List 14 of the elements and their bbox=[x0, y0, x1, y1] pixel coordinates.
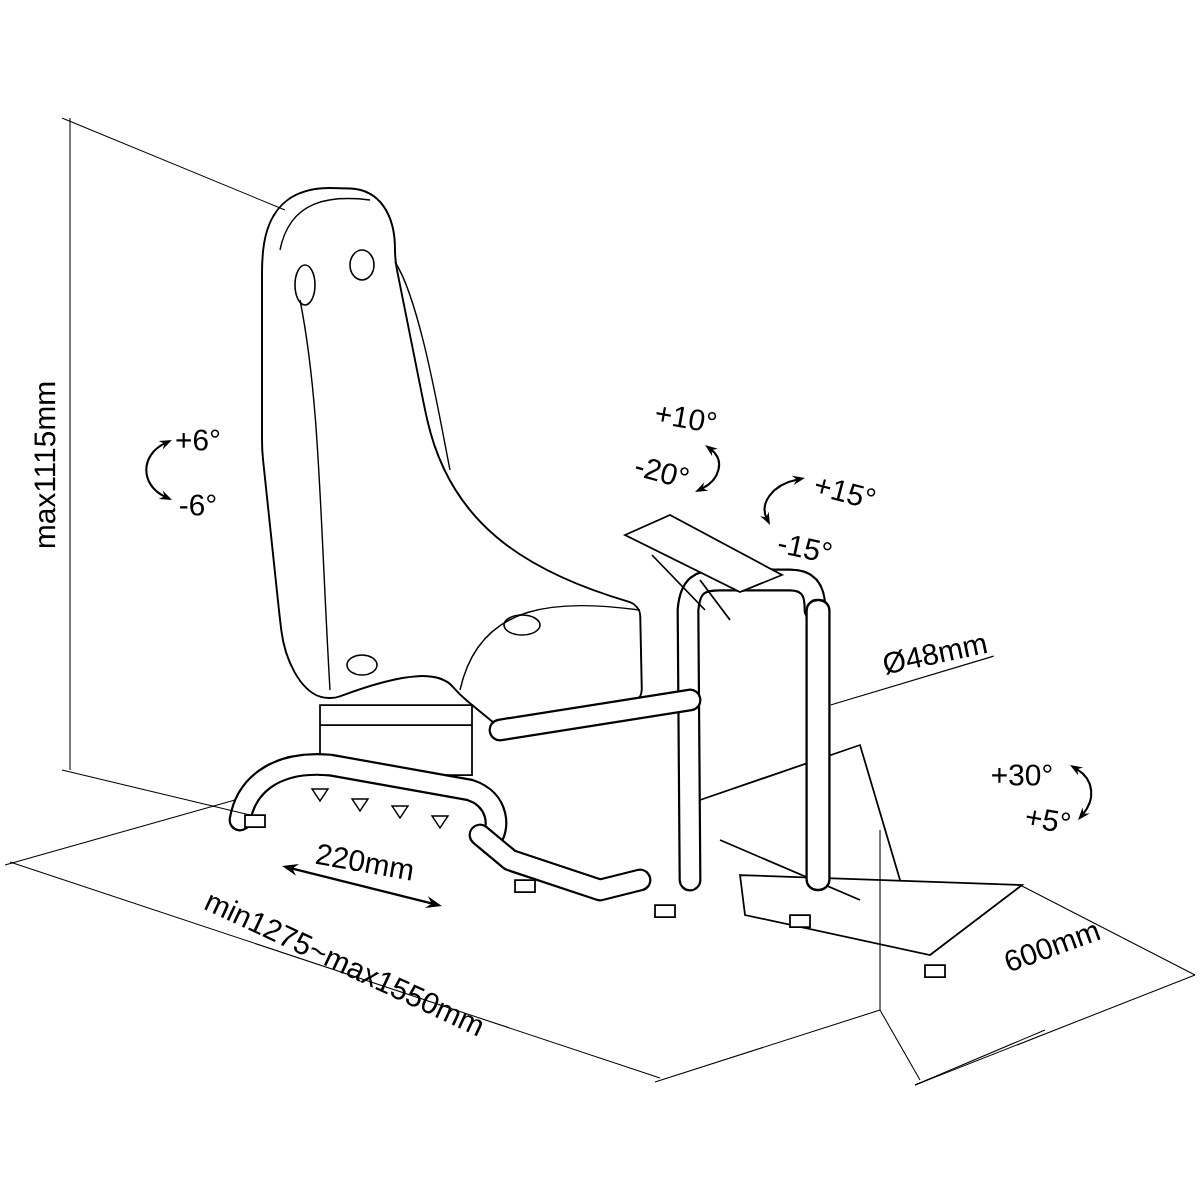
angle-label: +10° bbox=[656, 406, 717, 431]
angle-label: +5° bbox=[1026, 809, 1071, 832]
frame-tube bbox=[805, 598, 831, 892]
leader-line bbox=[829, 655, 995, 706]
angle-label: +6° bbox=[176, 429, 220, 451]
angle-label: -15° bbox=[778, 535, 832, 561]
dimension-label: Ø48mm bbox=[884, 637, 988, 676]
angle-label: +30° bbox=[992, 764, 1052, 786]
angle-label: -20° bbox=[635, 459, 689, 485]
dimension-label: 220mm bbox=[315, 844, 413, 881]
dimension-label: max1115mm bbox=[34, 382, 56, 548]
dimension-label: 600mm bbox=[1005, 925, 1101, 971]
angle-label: +15° bbox=[815, 479, 876, 506]
angle-label: -6° bbox=[180, 494, 216, 516]
